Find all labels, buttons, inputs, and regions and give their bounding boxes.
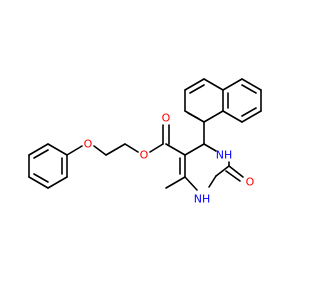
- bond: [203, 110, 224, 123]
- ether-oxygen-label: O: [84, 138, 93, 151]
- bond: [222, 78, 243, 91]
- bond: [33, 149, 49, 159]
- bond: [47, 143, 68, 156]
- bond: [241, 78, 262, 91]
- bond: [66, 145, 83, 156]
- ester-carbonyl-oxygen-label: O: [162, 112, 171, 125]
- ring-nh-top-label: NH: [216, 149, 233, 162]
- bond: [208, 175, 217, 188]
- bond: [203, 143, 217, 152]
- bond: [203, 78, 224, 91]
- molecule-canvas: O O O NH NH O: [28, 78, 262, 206]
- bond: [189, 84, 205, 94]
- bond: [28, 143, 49, 156]
- bond: [187, 112, 200, 120]
- bond: [184, 176, 198, 191]
- bond: [149, 143, 164, 153]
- bond: [33, 173, 49, 183]
- bond: [165, 143, 186, 156]
- bond: [241, 110, 262, 123]
- ester-bridge-oxygen-label: O: [140, 149, 149, 162]
- bond: [215, 165, 230, 177]
- bond: [124, 143, 139, 153]
- urea-oxygen-label: O: [246, 176, 255, 189]
- bond: [93, 145, 107, 156]
- atom-label-layer: O O O NH NH O: [84, 112, 255, 206]
- bond: [241, 107, 257, 117]
- bond: [28, 176, 49, 189]
- bond: [241, 84, 257, 94]
- bond-layer: [28, 78, 262, 191]
- bond: [184, 143, 205, 156]
- bond: [184, 78, 205, 91]
- bond: [47, 176, 68, 189]
- bond: [105, 143, 126, 156]
- ring-nh-bottom-label: NH: [194, 193, 211, 206]
- bond: [222, 110, 243, 123]
- bond: [228, 165, 244, 178]
- bond: [225, 170, 241, 182]
- molecule-structure: O O O NH NH O: [28, 78, 262, 206]
- bond: [165, 176, 186, 189]
